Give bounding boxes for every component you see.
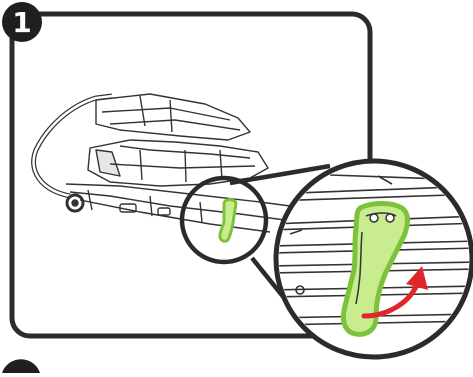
latch-highlight [340,201,410,337]
step-number-badge: 1 [2,2,42,42]
stroller-wheel [65,193,85,213]
magnify-callout [273,158,473,360]
rotate-arrow-icon [361,266,428,319]
folded-stroller-illustration [31,93,341,233]
next-step-circle-edge [2,359,40,373]
latch-highlight-small [218,198,238,243]
latch-indicator-circle [179,175,269,265]
